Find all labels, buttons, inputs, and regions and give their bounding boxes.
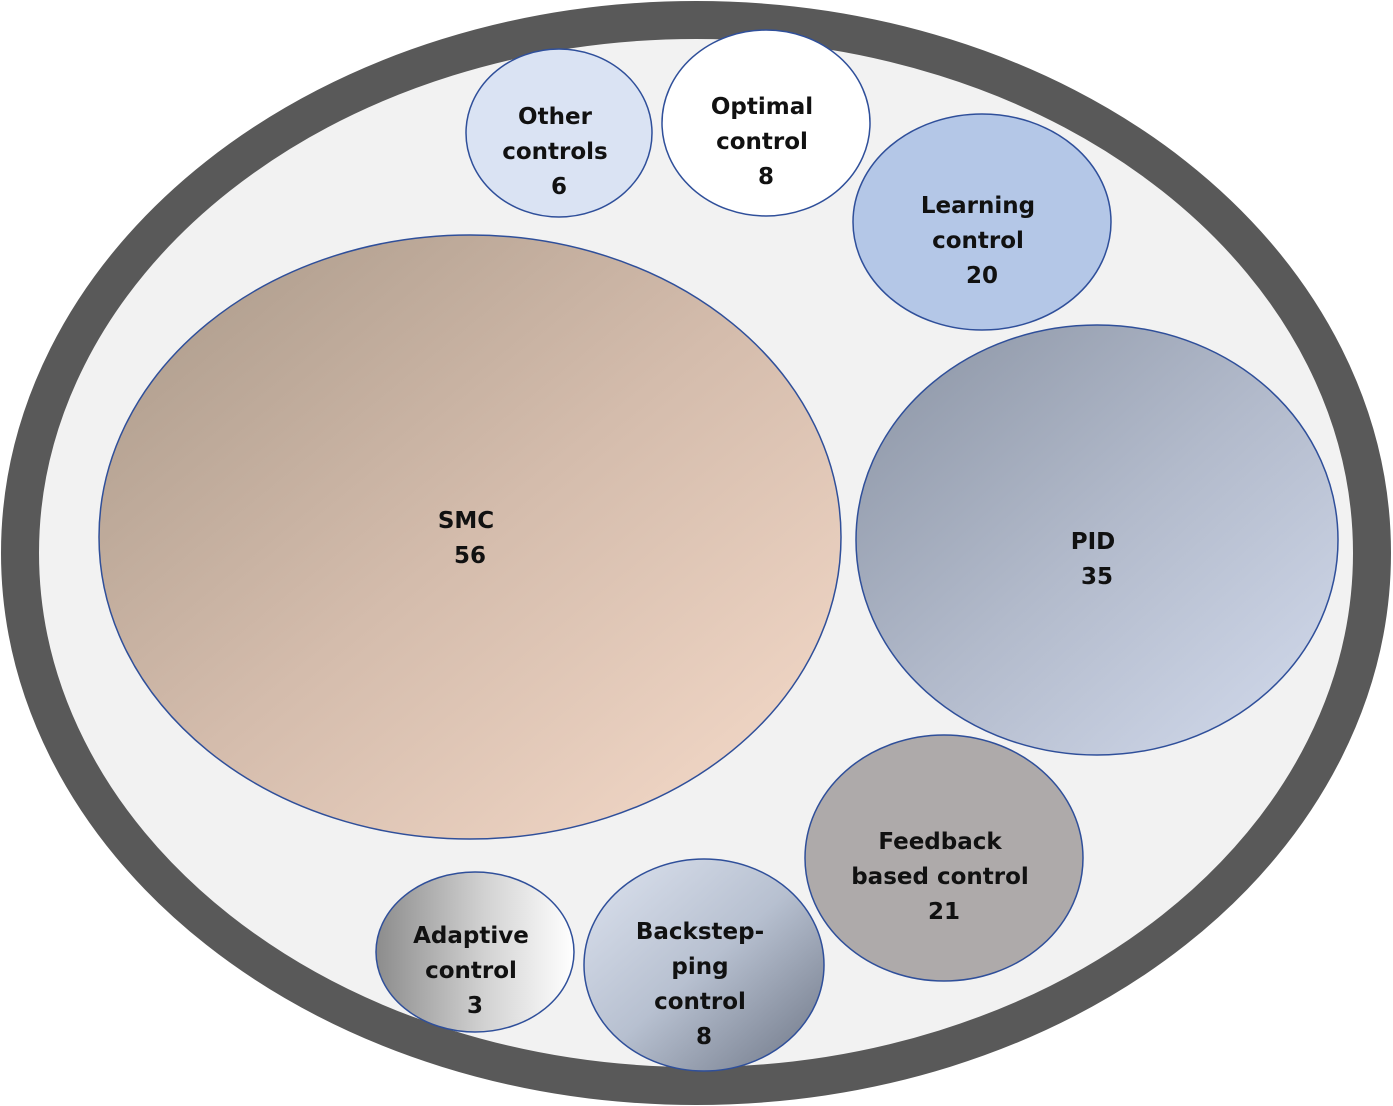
bubble-label: Optimal control 8 [711,94,821,190]
label-line: based control [851,864,1029,890]
label-line: Other [518,104,593,130]
bubble-value: 3 [467,993,483,1019]
bubble-label: PID 35 [1071,529,1124,590]
label-line: control [654,989,746,1015]
label-line: Backstep- [636,919,764,945]
bubble-pid: PID 35 [855,324,1339,756]
label-line: Adaptive [413,923,529,949]
bubble-adaptive-control: Adaptive control 3 [375,871,575,1033]
bubble-value: 21 [928,899,960,925]
label-line: PID [1071,529,1116,555]
bubble-shape [98,234,842,840]
label-line: ping [671,954,728,980]
label-line: Learning [921,193,1035,219]
bubble-optimal-control: Optimal control 8 [661,29,871,217]
bubble-shape [375,871,575,1033]
bubble-label: SMC 56 [438,508,502,569]
bubble-shape [465,48,653,218]
bubble-feedback-based-control: Feedback based control 21 [804,734,1084,982]
bubble-backstepping-control: Backstep- ping control 8 [583,858,825,1072]
bubble-value: 20 [966,263,998,289]
label-line: Feedback [878,829,1002,855]
bubble-label: Backstep- ping control 8 [636,919,772,1050]
bubble-value: 56 [454,543,486,569]
label-line: SMC [438,508,494,534]
label-line: control [425,958,517,984]
bubble-shape [661,29,871,217]
bubble-shape [804,734,1084,982]
bubble-shape [583,858,825,1072]
bubble-shape [855,324,1339,756]
bubble-value: 6 [551,174,567,200]
bubble-learning-control: Learning control 20 [852,113,1112,331]
bubble-shape [852,113,1112,331]
bubble-label: Feedback based control 21 [851,829,1037,925]
label-line: control [932,228,1024,254]
bubble-value: 8 [696,1024,712,1050]
bubble-value: 35 [1081,564,1113,590]
bubble-label: Other controls 6 [502,104,616,200]
label-line: controls [502,139,608,165]
bubble-other-controls: Other controls 6 [465,48,653,218]
label-line: control [716,129,808,155]
bubble-value: 8 [758,164,774,190]
label-line: Optimal [711,94,813,120]
bubble-smc: SMC 56 [98,234,842,840]
bubble-label: Adaptive control 3 [413,923,537,1019]
bubble-label: Learning control 20 [921,193,1043,289]
